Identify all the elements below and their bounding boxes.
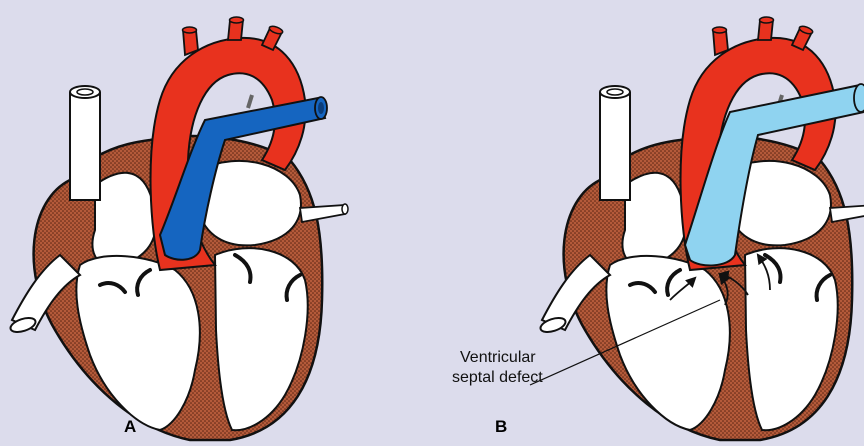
panel-label-a: A bbox=[124, 417, 136, 436]
panel-label-b: B bbox=[495, 417, 507, 436]
vsd-label-line1: Ventricular bbox=[460, 349, 536, 366]
vsd-label-line2: septal defect bbox=[452, 369, 543, 386]
panel-b: B bbox=[495, 17, 864, 440]
panel-a: A bbox=[9, 17, 348, 440]
